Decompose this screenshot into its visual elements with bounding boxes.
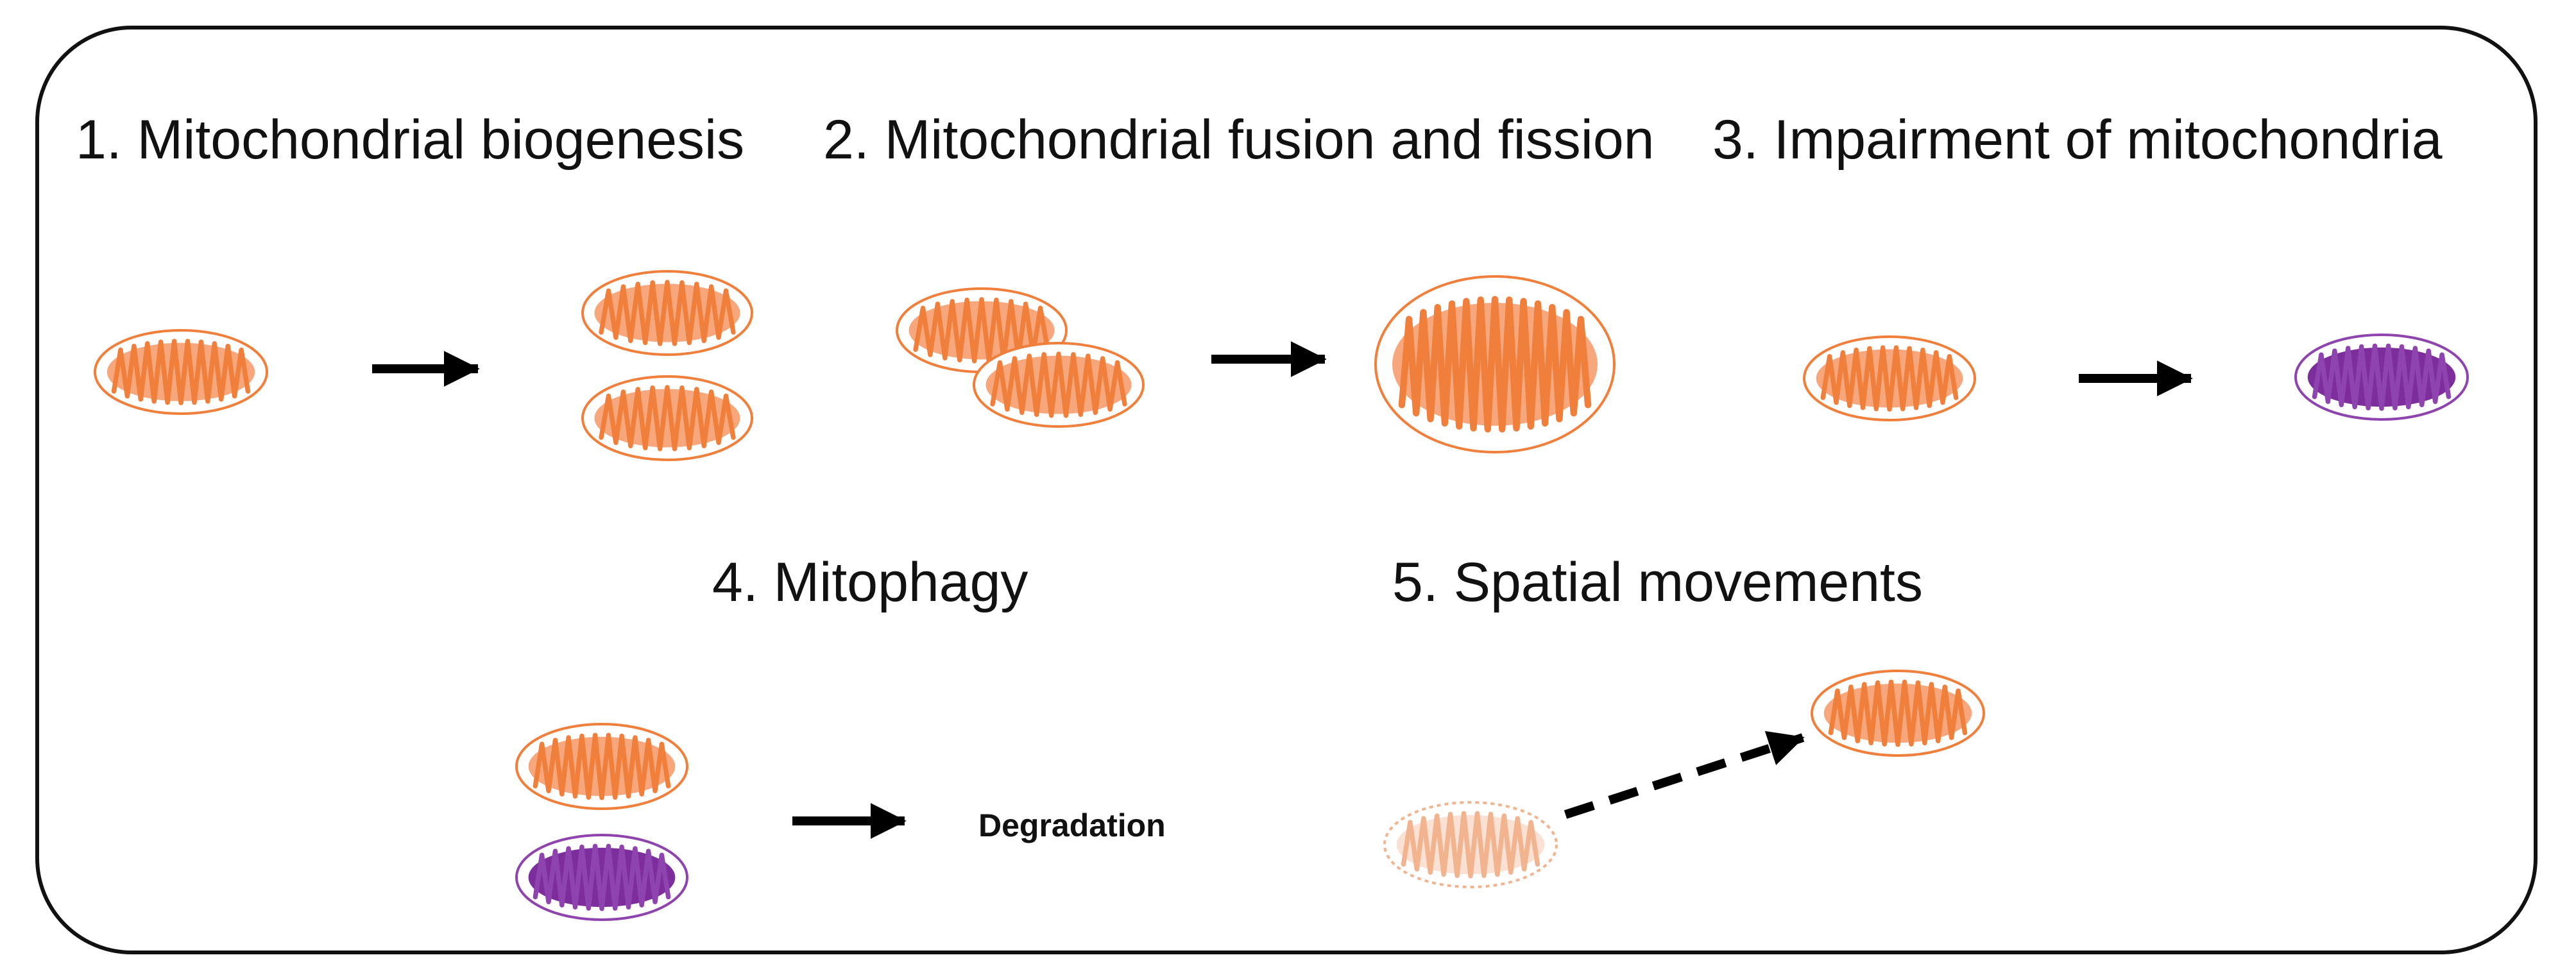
mito-biogenesis-product-1 (581, 270, 753, 356)
mito-fused (1374, 275, 1616, 453)
mito-fusion-input-2 (973, 342, 1145, 428)
degradation-label: Degradation (978, 807, 1166, 843)
mito-biogenesis-source (94, 329, 268, 415)
section-title-spatial: 5. Spatial movements (1392, 552, 1923, 613)
mito-mitophagy-damaged (515, 834, 688, 921)
section-title-impairment: 3. Impairment of mitochondria (1712, 109, 2443, 171)
diagram-border (35, 26, 2538, 954)
arrow-spatial (1564, 731, 1805, 819)
section-title-mitophagy: 4. Mitophagy (712, 552, 1028, 613)
mito-spatial-origin (1383, 801, 1558, 888)
mito-spatial-destination (1811, 670, 1985, 757)
mito-mitophagy-healthy (515, 723, 688, 810)
section-title-biogenesis: 1. Mitochondrial biogenesis (76, 109, 745, 171)
mito-biogenesis-product-2 (581, 375, 753, 461)
section-title-fusion-fission: 2. Mitochondrial fusion and fission (823, 109, 1655, 171)
mito-impaired (2294, 334, 2469, 421)
mito-impairment-healthy (1803, 335, 1976, 421)
